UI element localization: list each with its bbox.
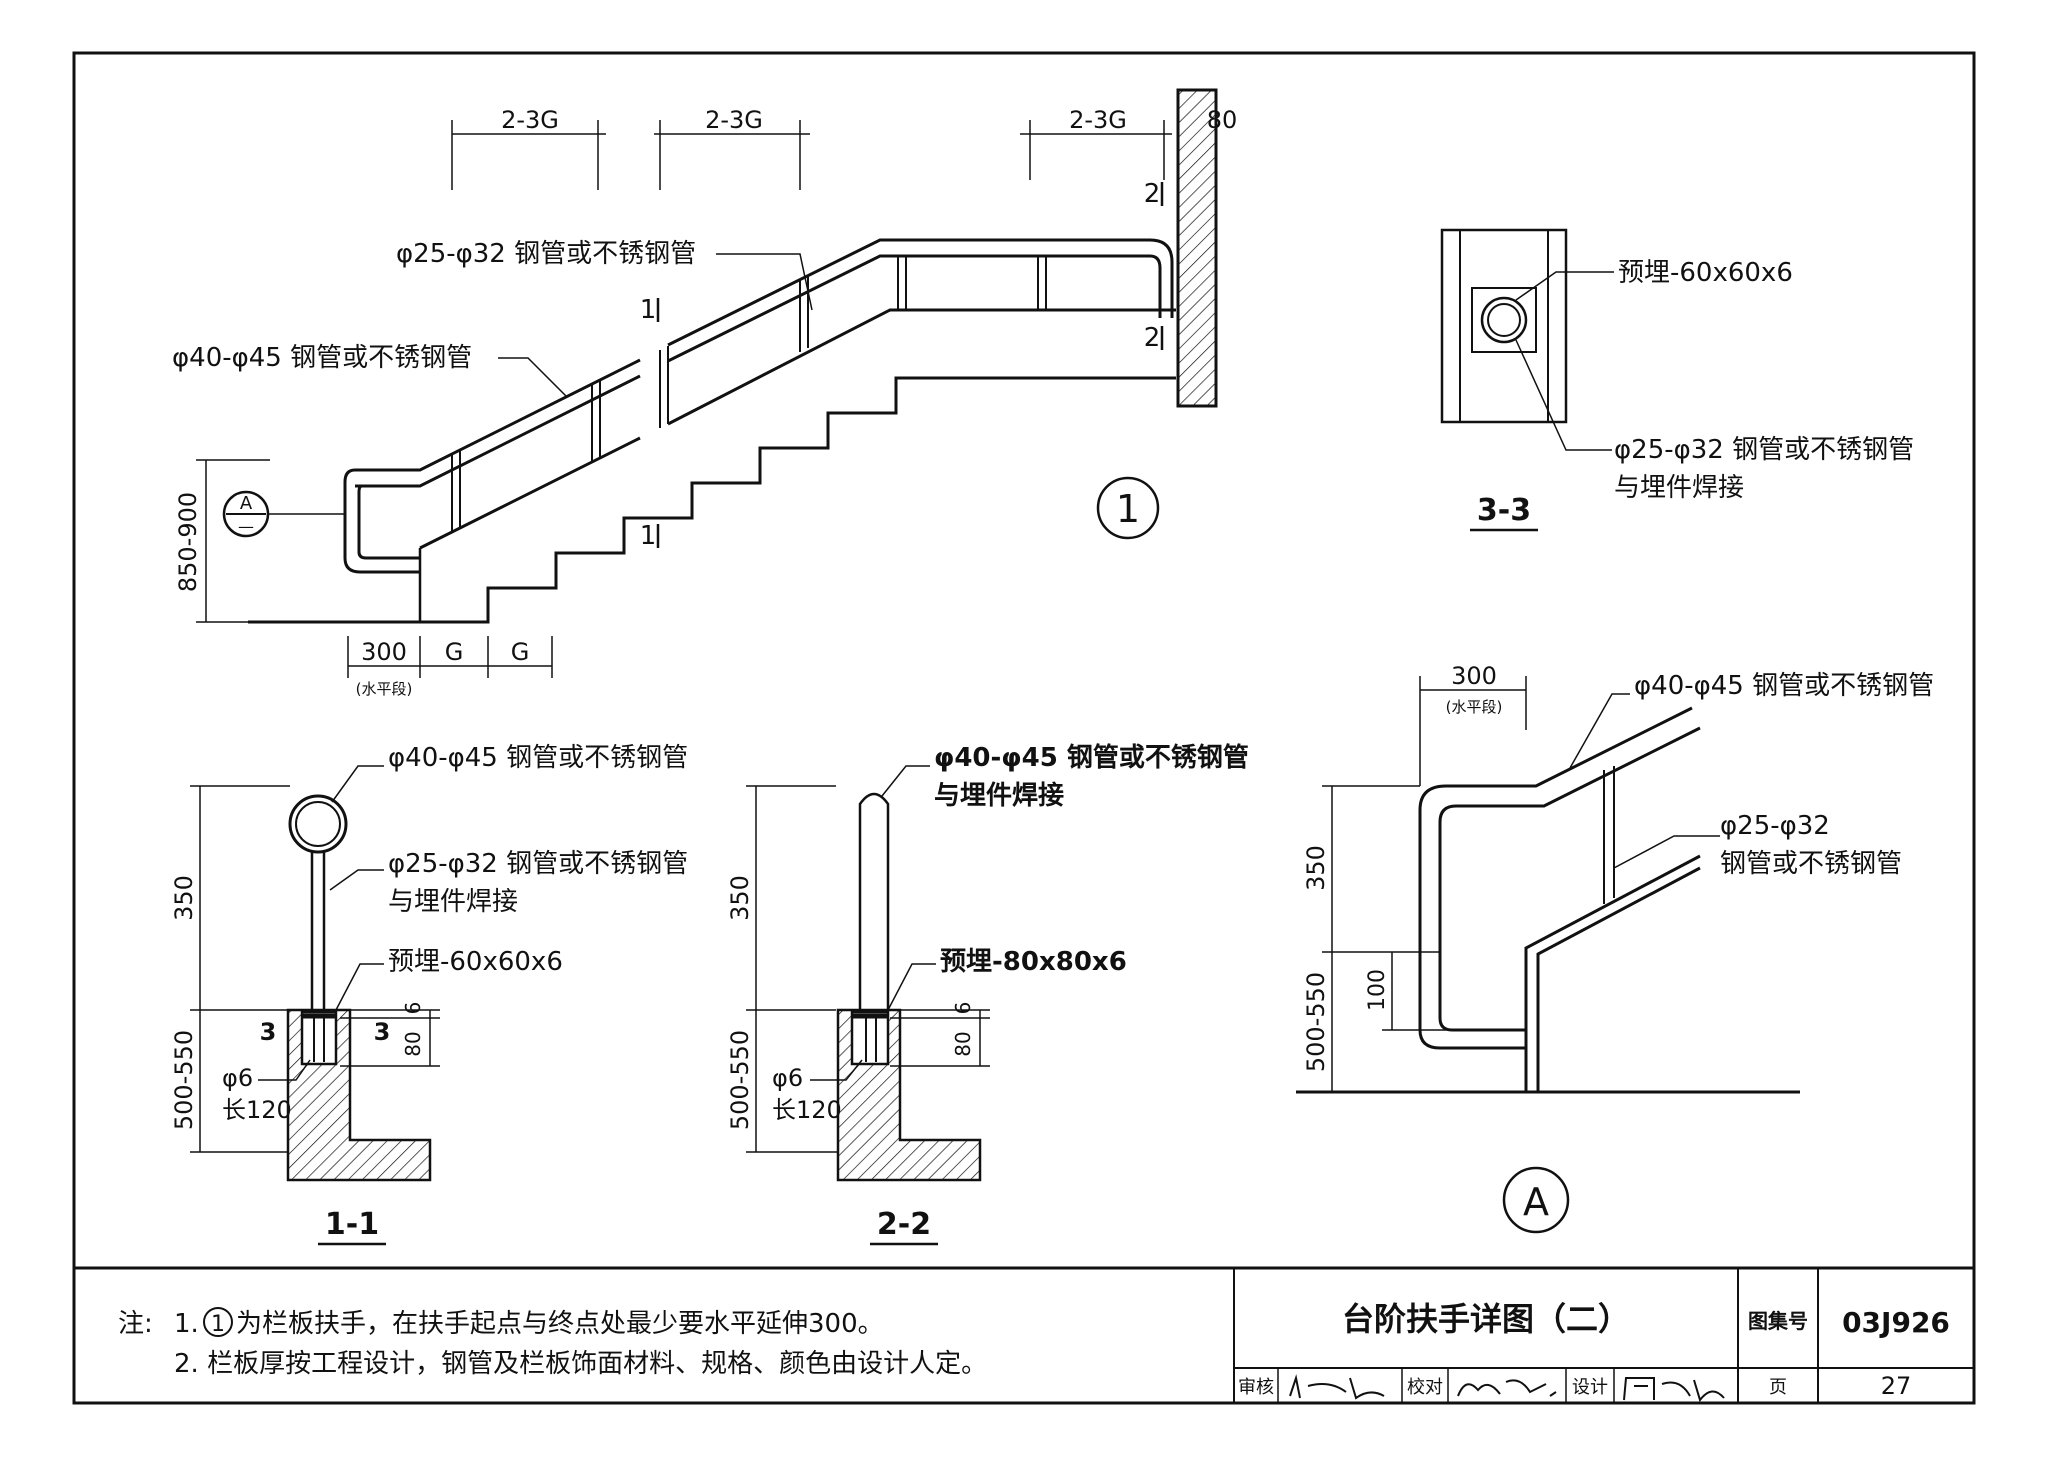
section11-rail-label: φ40-φ45 钢管或不锈钢管 <box>388 743 688 773</box>
detail-a-post-material: 钢管或不锈钢管 <box>1720 849 1902 879</box>
wall <box>1176 88 1218 408</box>
section11-cut-right: 3 <box>374 1018 391 1046</box>
detail-a-circle <box>1502 1166 1570 1234</box>
note2-text: 2. 栏板厚按工程设计，钢管及栏板饰面材料、规格、颜色由设计人定。 <box>174 1349 987 1379</box>
lower-rail-label: φ40-φ45 钢管或不锈钢管 <box>172 343 472 373</box>
section22-dim-350: 350 <box>726 875 754 921</box>
detail-a-ref-sheet: — <box>238 517 254 536</box>
view-1-circle <box>1096 476 1160 540</box>
section33-weld-label: 与埋件焊接 <box>1614 473 1744 503</box>
section11-post-label: φ25-φ32 钢管或不锈钢管 <box>388 849 688 879</box>
section33-title: 3-3 <box>1477 493 1531 528</box>
top-dim-2: 2-3G <box>705 106 763 134</box>
section22-rail-label: φ40-φ45 钢管或不锈钢管 <box>934 743 1249 773</box>
top-dimensions: 2-3G 2-3G 2-3G 80 <box>451 106 1238 190</box>
section-2-2: 350 500-550 6 80 φ40-φ45 钢管或不锈钢管 与埋件焊接 预… <box>726 743 1249 1246</box>
detail-a-label: A <box>1523 1180 1549 1224</box>
section11-weld-label: 与埋件焊接 <box>388 887 518 917</box>
section22-weld-label: 与埋件焊接 <box>934 781 1064 811</box>
section-2-mark-top: 2 <box>1144 179 1161 209</box>
wall-thickness-dim: 80 <box>1207 106 1238 134</box>
detail-a-dim-100: 100 <box>1365 969 1390 1011</box>
section11-title: 1-1 <box>325 1207 379 1242</box>
section-2-mark-bottom: 2 <box>1144 323 1161 353</box>
notes-prefix: 注: <box>118 1309 153 1339</box>
bottom-dim-g2: G <box>511 638 530 666</box>
note1-text: 为栏板扶手，在扶手起点与终点处最少要水平延伸300。 <box>236 1309 884 1339</box>
lower-handrail <box>419 308 1176 550</box>
title-block: 注: 1. 1 为栏板扶手，在扶手起点与终点处最少要水平延伸300。 2. 栏板… <box>118 1268 1974 1403</box>
check-label: 校对 <box>1407 1377 1443 1398</box>
stair-profile <box>420 376 1176 624</box>
review-label: 审核 <box>1238 1377 1274 1398</box>
drawing-title: 台阶扶手详图（二） <box>1342 1300 1630 1338</box>
atlas-label: 图集号 <box>1748 1309 1808 1333</box>
checker-signature <box>1457 1379 1557 1397</box>
main-elevation-view: 2-3G 2-3G 2-3G 80 2 2 1 1 φ25-φ32 钢管或不锈钢… <box>172 88 1238 698</box>
horizontal-note: (水平段) <box>356 680 413 698</box>
reviewer-signature <box>1289 1374 1385 1400</box>
section22-title: 2-2 <box>877 1207 931 1242</box>
section-3-3: 预埋-60x60x6 φ25-φ32 钢管或不锈钢管 与埋件焊接 3-3 <box>1440 228 1914 532</box>
view-1-label: 1 <box>1116 487 1140 531</box>
section-1-mark-top: 1 <box>640 295 657 325</box>
designer-signature <box>1623 1377 1725 1403</box>
section11-embed-label: 预埋-60x60x6 <box>388 947 563 977</box>
detail-a-rail-label: φ40-φ45 钢管或不锈钢管 <box>1634 671 1934 701</box>
upper-handrail <box>355 238 1174 472</box>
section33-embed-label: 预埋-60x60x6 <box>1618 258 1793 288</box>
top-dim-3: 2-3G <box>1069 106 1127 134</box>
detail-a-dim-300: 300 <box>1451 662 1497 690</box>
detail-a-dim-350: 350 <box>1302 845 1330 891</box>
section11-dim-6: 6 <box>401 1002 425 1015</box>
atlas-number: 03J926 <box>1842 1306 1950 1339</box>
section-1-1: 350 500-550 6 80 3 3 φ40-φ45 钢管或不锈钢管 φ25… <box>170 743 688 1246</box>
section11-dim-lower: 500-550 <box>170 1030 198 1130</box>
detail-a-dim-lower: 500-550 <box>1302 972 1330 1072</box>
section11-dim-80: 80 <box>401 1031 425 1056</box>
section11-rebar: φ6 <box>222 1064 253 1092</box>
section22-rebar-len: 长120 <box>772 1096 842 1124</box>
section33-pipe-label: φ25-φ32 钢管或不锈钢管 <box>1614 435 1914 465</box>
section22-rebar: φ6 <box>772 1064 803 1092</box>
section22-dim-lower: 500-550 <box>726 1030 754 1130</box>
upper-rail-label: φ25-φ32 钢管或不锈钢管 <box>396 239 696 269</box>
section22-dim-6: 6 <box>951 1002 975 1015</box>
detail-a-post-size: φ25-φ32 <box>1720 811 1830 841</box>
note1-number: 1. <box>174 1309 199 1339</box>
section11-cut-left: 3 <box>260 1018 277 1046</box>
top-dim-1: 2-3G <box>501 106 559 134</box>
sheet-border <box>72 51 1976 1405</box>
section22-embed-label: 预埋-80x80x6 <box>940 947 1127 977</box>
design-label: 设计 <box>1572 1377 1608 1398</box>
bottom-dim-g1: G <box>445 638 464 666</box>
height-dim: 850-900 <box>174 492 202 592</box>
detail-a-horizontal-note: (水平段) <box>1446 698 1503 716</box>
section11-dim-350: 350 <box>170 875 198 921</box>
page-number: 27 <box>1881 1372 1912 1400</box>
section11-rebar-len: 长120 <box>222 1096 292 1124</box>
detail-a: 300 (水平段) 350 500-550 100 φ40-φ45 钢管或不锈钢… <box>1296 662 1934 1234</box>
section-1-mark-bottom: 1 <box>640 521 657 551</box>
detail-a-ref: A <box>240 493 253 514</box>
bottom-dim-300: 300 <box>361 638 407 666</box>
page-label: 页 <box>1769 1377 1787 1398</box>
note1-circle-num: 1 <box>211 1312 225 1337</box>
note1-circle <box>203 1307 233 1337</box>
section22-dim-80: 80 <box>951 1031 975 1056</box>
